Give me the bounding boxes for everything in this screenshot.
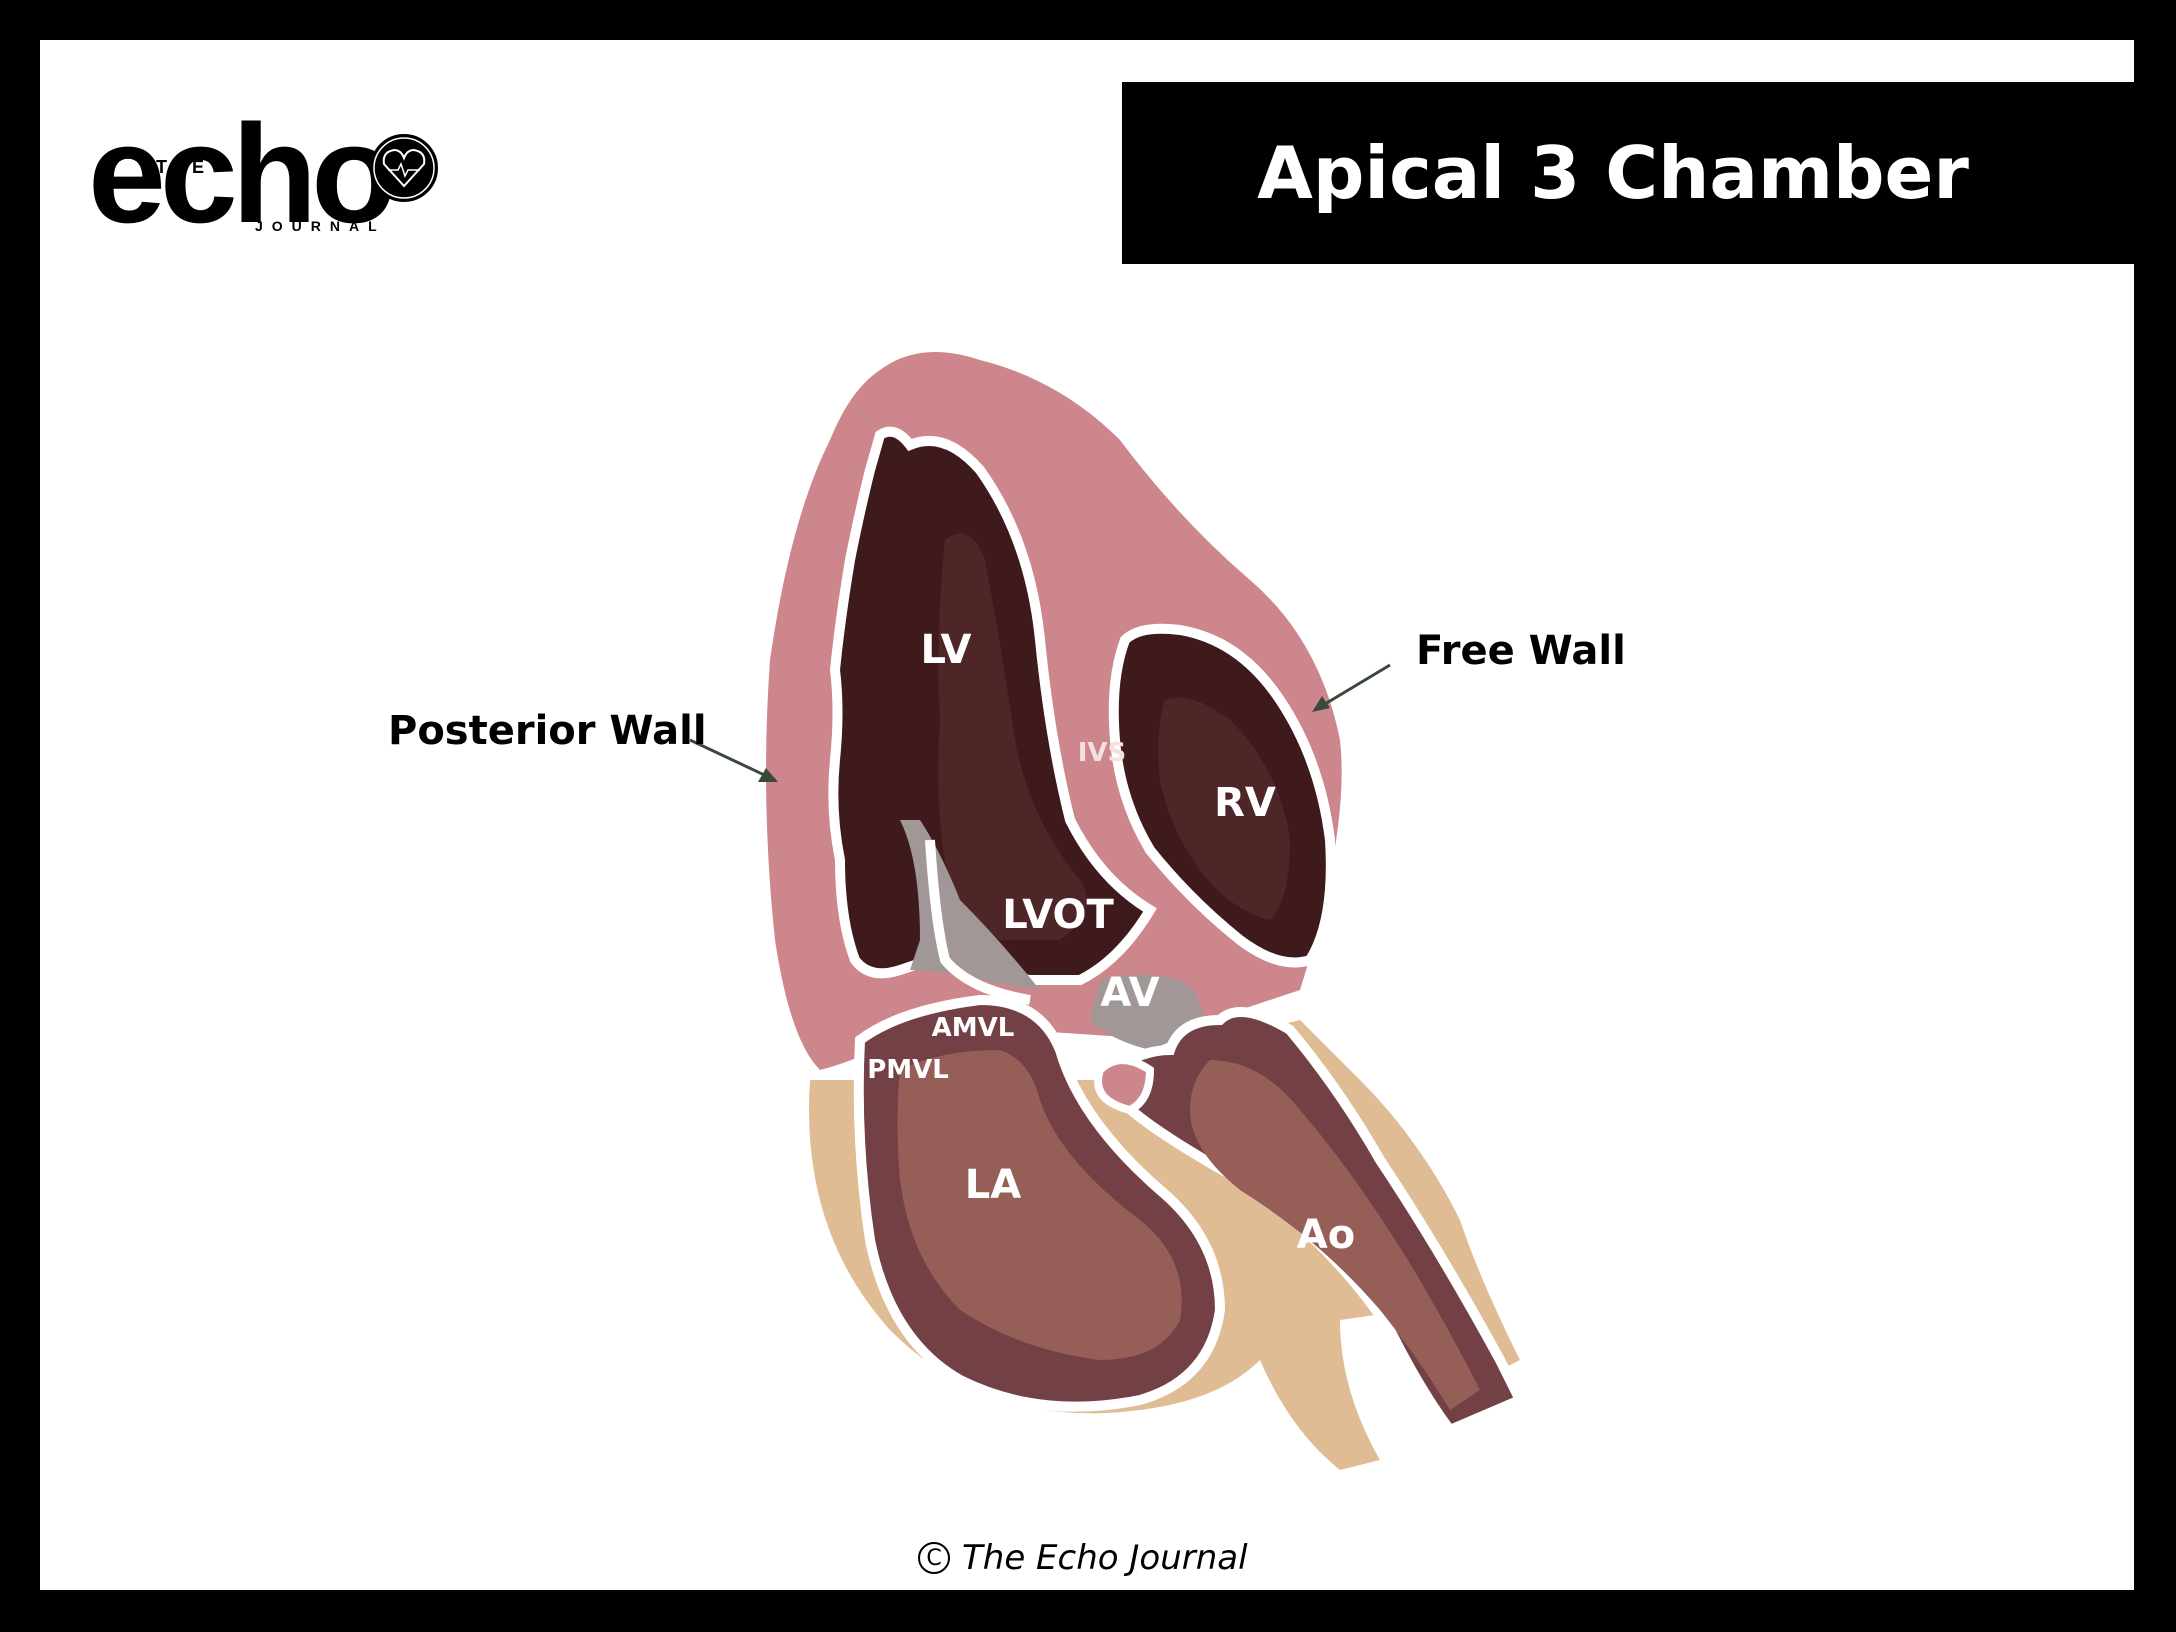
la-inner-shade: [897, 1050, 1182, 1360]
copyright-text: The Echo Journal: [962, 1538, 1248, 1578]
label-av: AV: [1100, 970, 1159, 1016]
label-lvot: LVOT: [1002, 892, 1114, 938]
label-pmvl: PMVL: [867, 1055, 949, 1085]
label-ivs: IVS: [1078, 738, 1127, 768]
label-la: LA: [965, 1162, 1021, 1208]
free-wall-arrow: [1314, 663, 1391, 712]
label-lv: LV: [921, 627, 972, 673]
aortic-valve-area: [1090, 975, 1203, 1050]
logo-echo-text: echo: [88, 95, 397, 252]
label-rv: RV: [1214, 780, 1276, 826]
aorta-inner-shade: [1190, 1060, 1480, 1410]
av-cusp: [1094, 1056, 1155, 1115]
amvl-leaflet: [925, 839, 1031, 1005]
label-ao: Ao: [1297, 1212, 1355, 1258]
label-amvl: AMVL: [932, 1013, 1015, 1043]
logo-journal-text: JOURNAL: [255, 218, 386, 234]
echo-journal-logo: THE: [90, 85, 430, 285]
copyright-icon: C: [918, 1542, 950, 1574]
rv-inner-shade: [1158, 697, 1290, 920]
posterior-wall-arrowhead: [758, 768, 778, 782]
canvas: THE echo JOURNAL Apical 3 Chamber: [40, 40, 2134, 1590]
page-title: Apical 3 Chamber: [1257, 131, 1969, 215]
title-bar: Apical 3 Chamber: [1122, 82, 2134, 264]
callout-free-wall: Free Wall: [1416, 628, 1626, 674]
copyright-footer: C The Echo Journal: [918, 1538, 1248, 1578]
callout-posterior-wall: Posterior Wall: [388, 708, 707, 754]
logo-the-text: THE: [156, 157, 210, 177]
lv-inner-shade: [938, 533, 1087, 940]
free-wall-arrowhead: [1312, 696, 1330, 712]
posterior-wall-arrow: [689, 738, 776, 782]
apical-3-chamber-diagram: LV IVS RV LVOT AV AMVL PMVL LA Ao: [689, 352, 1527, 1470]
heart-icon: [370, 134, 438, 202]
